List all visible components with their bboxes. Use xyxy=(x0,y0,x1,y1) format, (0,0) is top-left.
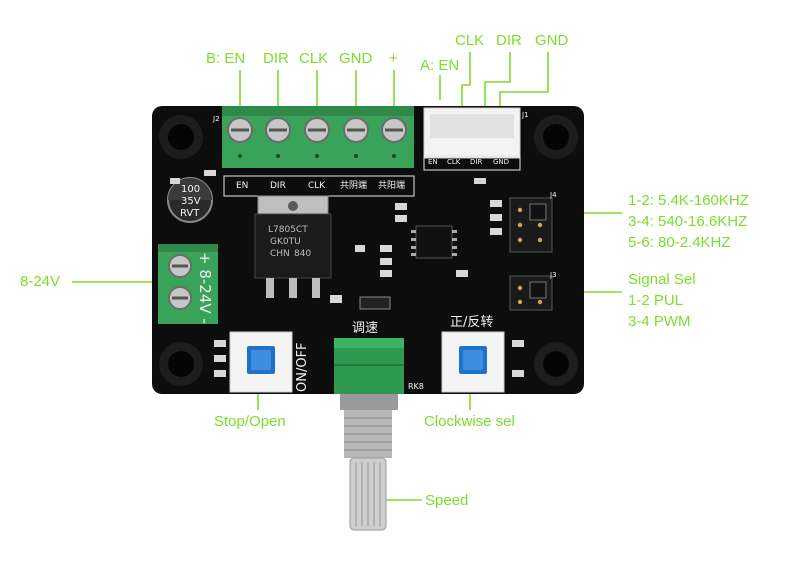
silk-b-common-anode: 共阳端 xyxy=(378,181,406,191)
callout-a-dir: DIR xyxy=(496,32,522,49)
callout-a-en: A: EN xyxy=(420,57,460,74)
cap-text-brand: RVT xyxy=(180,208,200,219)
silk-j2: J2 xyxy=(213,115,220,123)
jumper-headers xyxy=(509,197,553,311)
silk-b-clk: CLK xyxy=(308,181,326,191)
silk-j1: J1 xyxy=(522,111,529,119)
silk-a-dir: DIR xyxy=(470,158,483,166)
cap-text-voltage: 35V xyxy=(181,196,201,207)
callout-signal-pwm: 3-4 PWM xyxy=(628,313,691,330)
callout-b-dir: DIR xyxy=(263,50,289,67)
stop-open-button xyxy=(229,331,293,393)
ic-chip xyxy=(411,225,457,259)
silk-on-off: ON/OFF xyxy=(295,342,310,392)
mounting-holes xyxy=(159,115,578,386)
callout-clockwise: Clockwise sel xyxy=(424,413,515,430)
clockwise-button xyxy=(441,331,505,393)
callout-b-plus: + xyxy=(389,50,398,67)
callout-speed: Speed xyxy=(425,492,469,509)
silk-direction: 正/反转 xyxy=(450,315,494,330)
silk-pot: RK8 xyxy=(408,382,424,391)
callout-b-clk: CLK xyxy=(299,50,329,67)
callout-a-gnd: GND xyxy=(535,32,569,49)
callout-power: 8-24V xyxy=(20,273,61,290)
voltage-regulator xyxy=(254,195,332,298)
callout-freq-2: 3-4: 540-16.6KHZ xyxy=(628,213,748,230)
silk-b-common-cathode: 共阴端 xyxy=(340,181,368,191)
speed-potentiometer xyxy=(334,338,404,531)
silk-power-range: + 8-24V - xyxy=(196,252,214,324)
connector-a xyxy=(423,107,521,171)
callout-freq-3: 5-6: 80-2.4KHZ xyxy=(628,234,731,251)
silk-j4: J4 xyxy=(550,191,557,199)
silk-b-en: EN xyxy=(236,181,249,191)
terminal-block-b xyxy=(222,106,415,197)
silk-j3: J3 xyxy=(550,271,557,279)
silk-b-dir: DIR xyxy=(270,181,286,191)
regulator-text-origin: CHN xyxy=(270,249,290,259)
regulator-text-part: L7805CT xyxy=(268,225,308,235)
smd-components xyxy=(170,170,524,377)
silk-a-gnd: GND xyxy=(493,158,510,166)
regulator-text-date: 840 xyxy=(294,249,312,259)
regulator-text-lot: GK0TU xyxy=(270,237,301,247)
callout-b-en: B: EN xyxy=(206,50,246,67)
cap-text-value: 100 xyxy=(181,184,201,195)
callout-freq-1: 1-2: 5.4K-160KHZ xyxy=(628,192,749,209)
callout-b-gnd: GND xyxy=(339,50,373,67)
silk-speed: 调速 xyxy=(352,321,379,336)
silk-a-clk: CLK xyxy=(447,158,461,166)
power-terminal xyxy=(158,244,218,324)
callout-signal-pul: 1-2 PUL xyxy=(628,292,684,309)
callout-stop-open: Stop/Open xyxy=(214,413,286,430)
callout-signal-sel: Signal Sel xyxy=(628,271,696,288)
callout-a-clk: CLK xyxy=(455,32,485,49)
silk-a-en: EN xyxy=(428,158,438,166)
